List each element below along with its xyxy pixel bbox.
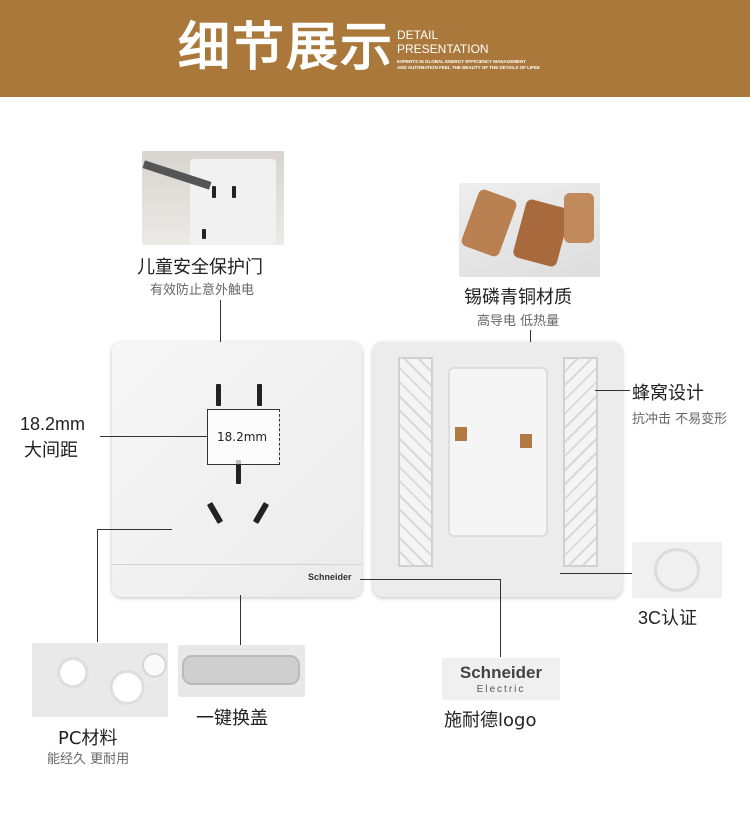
logo-label: 施耐德logo — [444, 710, 537, 731]
3c-logo-photo — [632, 542, 722, 598]
socket-back-plate — [373, 342, 622, 597]
honeycomb-sub: 抗冲击 不易变形 — [632, 412, 728, 427]
en-sub-line-2: AND AUTOMATION FEEL THE BEAUTY OF THE DE… — [397, 65, 540, 70]
schneider-logo: Schneider Electric — [442, 658, 560, 700]
page-title: 细节展示 — [178, 18, 395, 78]
copper-label: 锡磷青铜材质 — [464, 287, 572, 308]
en-title-line-2: PRESENTATION — [397, 42, 489, 56]
brand-name: Schneider — [459, 663, 543, 682]
en-title-line-1: DETAIL — [397, 28, 439, 42]
pc-sub: 能经久 更耐用 — [47, 752, 130, 767]
shutter-sub: 有效防止意外触电 — [150, 283, 255, 298]
honeycomb-label: 蜂窝设计 — [632, 383, 704, 404]
cert-label: 3C认证 — [638, 608, 698, 628]
spacing-bracket — [207, 409, 280, 465]
en-sub-line-1: EXPERTS IN GLOBAL ENERGY EFFICIENCY MANA… — [397, 59, 527, 64]
spacing-measure: 18.2mm — [217, 430, 268, 444]
shutter-label: 儿童安全保护门 — [137, 257, 263, 278]
cover-label: 一键换盖 — [196, 708, 268, 729]
copper-photo — [459, 183, 600, 277]
spacing-label-2: 大间距 — [24, 440, 78, 461]
plate-brand: Schneider — [308, 572, 352, 582]
pc-label: PC材料 — [58, 728, 118, 749]
shutter-photo — [142, 151, 284, 245]
cover-photo — [178, 645, 305, 697]
english-subtitle: EXPERTS IN GLOBAL ENERGY EFFICIENCY MANA… — [397, 59, 540, 71]
pc-material-photo — [32, 643, 168, 717]
socket-front-plate: Schneider — [112, 342, 362, 597]
spacing-label: 18.2mm — [20, 414, 86, 434]
copper-sub: 高导电 低热量 — [477, 314, 560, 329]
brand-sub: Electric — [476, 684, 526, 695]
header-banner — [0, 0, 750, 97]
